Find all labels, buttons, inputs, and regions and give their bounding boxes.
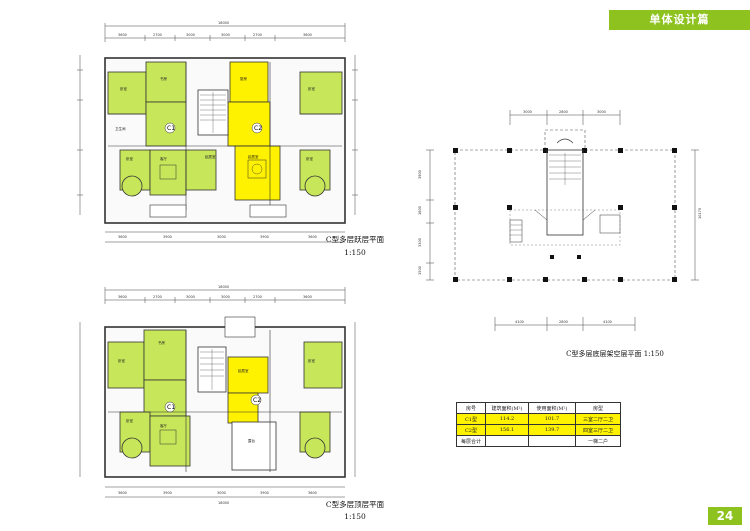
dim-top: 3000 bbox=[186, 295, 195, 299]
table-cell bbox=[485, 435, 529, 447]
room-label: 卧室 bbox=[308, 86, 316, 91]
dim-top: 3000 bbox=[186, 33, 195, 37]
area-table: 房号 建筑面积(M²) 使用面积(M²) 房型 C1型 114.2 101.7 … bbox=[456, 402, 621, 447]
dim-top: 2700 bbox=[153, 295, 162, 299]
table-header-cell: 房型 bbox=[575, 402, 621, 414]
table-cell bbox=[528, 435, 576, 447]
dim-bottom: 3600 bbox=[118, 235, 127, 239]
duplex-floor-plan: C1 C2 卧室 卧室 书房 客厅 起居室 卧室 卧室 起居室 卫生间 厨房 1… bbox=[77, 21, 358, 243]
unit-label-c1: C1 bbox=[167, 404, 175, 411]
dim-bottom: 3600 bbox=[308, 235, 317, 239]
room-label: 书房 bbox=[158, 340, 165, 345]
table-cell: 156.1 bbox=[485, 424, 529, 436]
dim-top: 2700 bbox=[253, 33, 262, 37]
section-banner: 单体设计篇 bbox=[609, 10, 750, 30]
dim-top: 2700 bbox=[153, 33, 162, 37]
dim-top: 3600 bbox=[118, 33, 127, 37]
room-label: 卧室 bbox=[126, 156, 133, 161]
room-label: 起居室 bbox=[238, 368, 249, 373]
dim-bottom-overall: 18000 bbox=[218, 501, 229, 505]
table-header-row: 房号 建筑面积(M²) 使用面积(M²) 房型 bbox=[456, 402, 621, 414]
room-label: 厨房 bbox=[240, 76, 247, 81]
dim-bottom: 3900 bbox=[260, 235, 269, 239]
table-row: C1型 114.2 101.7 三室二厅二卫 bbox=[456, 413, 621, 425]
unit-label-c2: C2 bbox=[253, 397, 261, 404]
table-header-cell: 使用面积(M²) bbox=[528, 402, 576, 414]
dim-bottom: 3000 bbox=[217, 235, 226, 239]
table-cell: 一梯二户 bbox=[575, 435, 621, 447]
duplex-plan-caption: C型多层跃层平面 1:150 bbox=[325, 235, 385, 257]
dim-bottom: 3600 bbox=[118, 491, 127, 495]
room-label: 卧室 bbox=[126, 418, 133, 423]
dim-left: 3900 bbox=[418, 170, 422, 179]
room-label: 起居室 bbox=[248, 154, 259, 159]
dim-bottom: 3900 bbox=[163, 491, 172, 495]
dim-overall: 18000 bbox=[218, 21, 229, 25]
dim-bottom: 4100 bbox=[515, 320, 524, 324]
dim-bottom: 3600 bbox=[308, 491, 317, 495]
dim-top: 3000 bbox=[221, 295, 230, 299]
top-floor-caption: C型多层顶层平面 1:150 bbox=[325, 500, 385, 521]
dim-top: 3000 bbox=[221, 33, 230, 37]
table-cell: C2型 bbox=[456, 424, 486, 436]
table-cell: C1型 bbox=[456, 413, 486, 425]
dim-bottom: 2800 bbox=[559, 320, 568, 324]
ground-stilt-floor-plan: 3000 2800 3000 4100 2800 4100 3900 1800 … bbox=[418, 110, 702, 331]
room-label: 卧室 bbox=[120, 86, 127, 91]
dim-right: 10170 bbox=[698, 208, 702, 219]
room-label: 客厅 bbox=[160, 156, 167, 161]
dim-left: 1800 bbox=[418, 206, 422, 215]
table-cell: 139.7 bbox=[528, 424, 576, 436]
room-label: 起居室 bbox=[205, 154, 216, 159]
table-total-row: 每层合计 一梯二户 bbox=[456, 435, 621, 447]
table-cell: 114.2 bbox=[485, 413, 529, 425]
room-label: 卧室 bbox=[306, 156, 314, 161]
dim-bottom: 3000 bbox=[217, 491, 226, 495]
room-label: 客厅 bbox=[160, 423, 167, 428]
dim-left: 3300 bbox=[418, 238, 422, 247]
table-row: C2型 156.1 139.7 四室三厅二卫 bbox=[456, 424, 621, 436]
dim-top: 3000 bbox=[597, 110, 606, 114]
table-header-cell: 建筑面积(M²) bbox=[485, 402, 529, 414]
table-cell: 四室三厅二卫 bbox=[575, 424, 621, 436]
table-cell: 101.7 bbox=[528, 413, 576, 425]
table-cell: 每层合计 bbox=[456, 435, 486, 447]
room-label: 卫生间 bbox=[115, 126, 126, 131]
dim-top: 3600 bbox=[118, 295, 127, 299]
dim-top: 3000 bbox=[523, 110, 532, 114]
room-label: 书房 bbox=[160, 76, 167, 81]
top-floor-plan: C1 C2 卧室 书房 客厅 起居室 卧室 卧室 露台 18000 3600 2… bbox=[79, 285, 356, 505]
dim-left: 1500 bbox=[418, 266, 422, 275]
dim-overall: 18000 bbox=[218, 285, 229, 289]
dim-top: 2700 bbox=[253, 295, 262, 299]
ground-plan-caption: C型多层底层架空层平面 1:150 bbox=[566, 350, 664, 358]
dim-top: 2800 bbox=[559, 110, 568, 114]
room-label: 卧室 bbox=[118, 358, 125, 363]
dim-top: 3600 bbox=[303, 33, 312, 37]
room-label: 露台 bbox=[248, 438, 255, 443]
table-header-cell: 房号 bbox=[456, 402, 486, 414]
dim-bottom: 4100 bbox=[603, 320, 612, 324]
unit-label-c1: C1 bbox=[167, 125, 175, 132]
table-cell: 三室二厅二卫 bbox=[575, 413, 621, 425]
room-label: 卧室 bbox=[308, 358, 316, 363]
page-number-badge: 24 bbox=[708, 507, 742, 525]
unit-label-c2: C2 bbox=[254, 125, 262, 132]
dim-bottom: 3900 bbox=[260, 491, 269, 495]
dim-top: 3600 bbox=[303, 295, 312, 299]
dim-bottom: 3900 bbox=[163, 235, 172, 239]
